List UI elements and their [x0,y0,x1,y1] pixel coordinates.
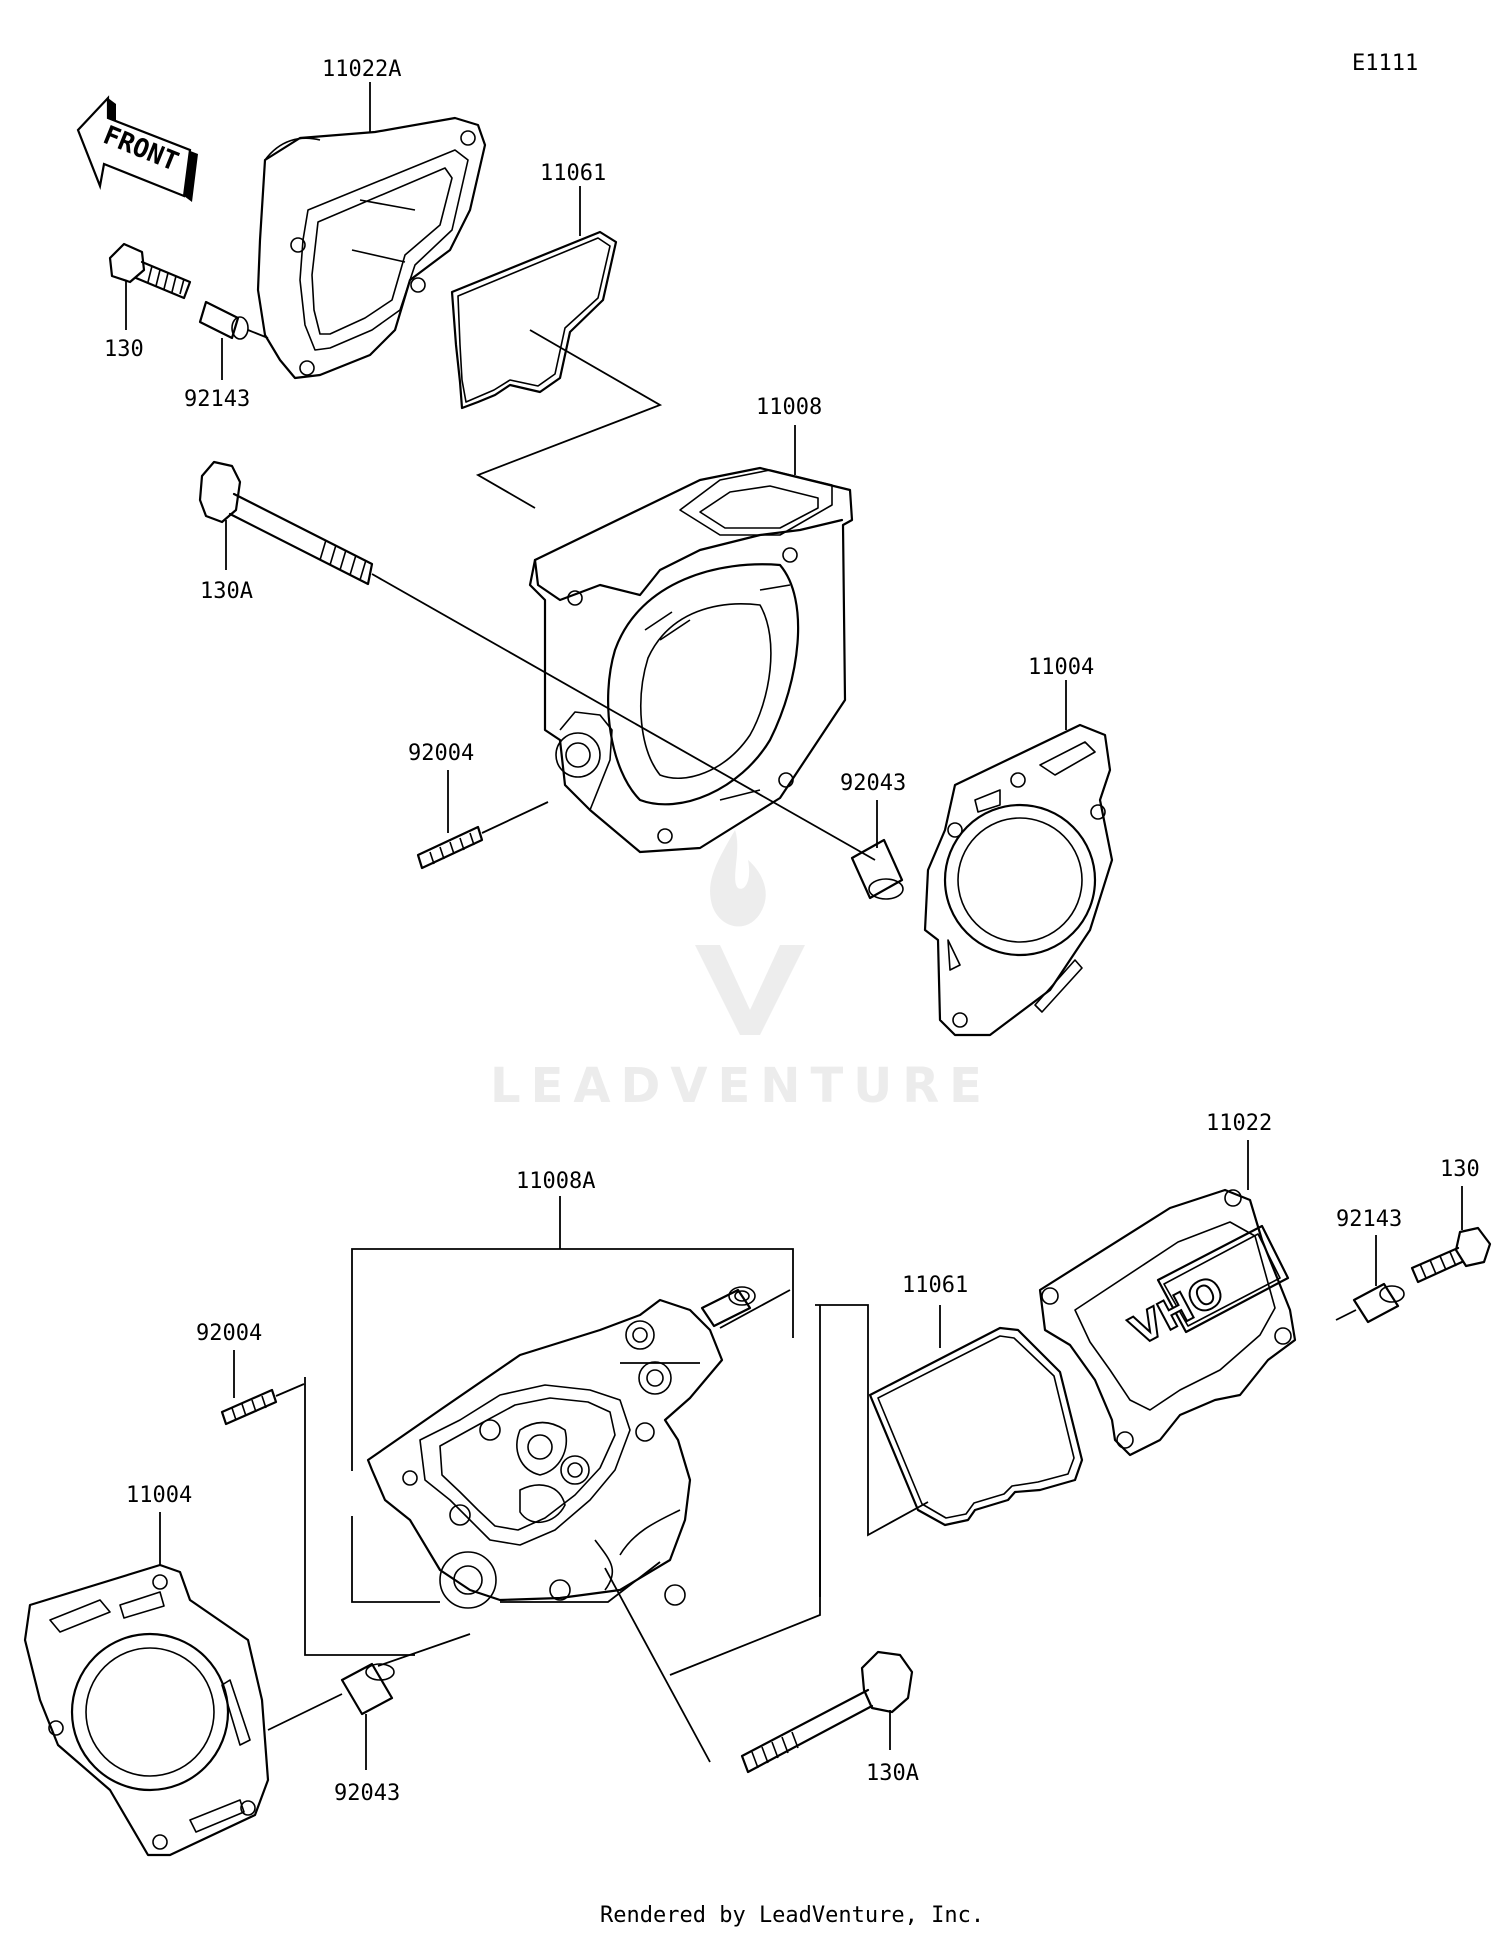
label-92004-lower: 92004 [196,1321,262,1346]
label-130-upper: 130 [104,337,144,362]
label-11022a: 11022A [322,57,401,82]
label-130-lower: 130 [1440,1157,1480,1182]
label-11061-lower: 11061 [902,1273,968,1298]
label-11061-upper: 11061 [540,161,606,186]
rear-cylinder-head [366,1298,724,1609]
label-11008: 11008 [756,395,822,420]
label-92143-upper: 92143 [184,387,250,412]
label-11008a: 11008A [516,1169,595,1194]
lower-cover-gasket [868,1326,1084,1527]
front-arrow-icon: FRONT [76,95,198,202]
rear-head-sleeve [700,1286,756,1328]
upper-stud [416,825,484,870]
label-130a-lower: 130A [866,1761,919,1786]
upper-head-gasket [923,723,1114,1037]
upper-cover-gasket [450,230,618,410]
upper-cover-bolt [108,242,192,300]
footer-credit: Rendered by LeadVenture, Inc. [600,1903,984,1928]
lower-head-cover: OHV [1038,1188,1297,1457]
label-92043-upper: 92043 [840,771,906,796]
label-11004-upper: 11004 [1028,655,1094,680]
label-92043-lower: 92043 [334,1781,400,1806]
upper-through-bolt [198,460,374,586]
ohv-mark: OHV [1123,1268,1232,1355]
label-92004-upper: 92004 [408,741,474,766]
watermark-text: LEADVENTURE [490,1058,992,1114]
label-11022: 11022 [1206,1111,1272,1136]
lower-head-gasket [23,1563,270,1857]
lower-dowel [340,1662,395,1716]
leadventure-watermark: LEADVENTURE [490,830,992,1114]
diagram-code: E1111 [1352,51,1418,76]
label-11004-lower: 11004 [126,1483,192,1508]
label-130a-upper: 130A [200,579,253,604]
front-cylinder-head [528,466,854,854]
lower-stud [220,1388,278,1426]
upper-dowel [850,838,904,900]
lower-cover-collar [1352,1282,1405,1324]
label-92143-lower: 92143 [1336,1207,1402,1232]
upper-head-cover [256,116,487,380]
upper-cover-collar [198,300,249,340]
lower-cover-bolt [1410,1226,1492,1284]
lower-through-bolt [740,1650,914,1774]
